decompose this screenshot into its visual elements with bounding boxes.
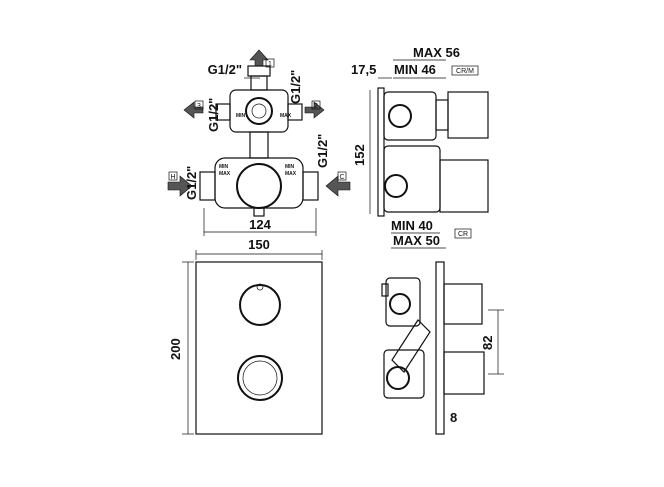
cover-plate-front-view: 150 200	[168, 237, 323, 435]
tag-crm: CR/M	[456, 68, 474, 75]
mark-max-3: MAX	[285, 171, 297, 177]
mark-max-1: MAX	[280, 113, 292, 119]
dim-152: 152	[352, 144, 367, 166]
dim-17-5: 17,5	[351, 62, 376, 77]
dim-150: 150	[248, 237, 270, 252]
arrow-right-icon	[304, 101, 325, 119]
g12-right-lower-label: G1/2"	[315, 134, 330, 168]
arrow-left-icon	[183, 101, 204, 119]
dim-min40: MIN 40	[391, 218, 433, 233]
mark-min-1: MIN	[236, 113, 246, 119]
dim-200: 200	[168, 338, 183, 360]
g12-left-mid-label: G1/2"	[206, 98, 221, 132]
port-h-label: H	[170, 174, 175, 181]
port-c-label: C	[339, 174, 344, 181]
g12-top-label: G1/2"	[208, 62, 242, 77]
dim-max50: MAX 50	[393, 233, 440, 248]
dim-8: 8	[450, 410, 457, 425]
mark-min-3: MIN	[285, 164, 295, 170]
port-1-label: 1	[268, 61, 272, 68]
mark-min-2: MIN	[219, 164, 229, 170]
arrow-right-icon	[167, 175, 193, 197]
g12-right-upper-label: G1/2"	[288, 70, 303, 104]
dim-max56: MAX 56	[413, 45, 460, 60]
installed-side-view: 82 8	[381, 261, 504, 435]
valve-body-front-view: 1 MIN MAX 3 2 MIN MAX MIN MAX	[167, 49, 351, 236]
valve-body-side-view: MAX 56 MIN 46 17,5 CR/M 152 MIN 40 MAX 5…	[351, 45, 489, 249]
dim-82: 82	[480, 336, 495, 350]
g12-left-lower-label: G1/2"	[184, 166, 199, 200]
tag-cr: CR	[458, 231, 468, 238]
arrow-left-icon	[325, 175, 351, 197]
dim-min46: MIN 46	[394, 62, 436, 77]
port-3-label: 3	[197, 103, 201, 110]
mark-max-2: MAX	[219, 171, 231, 177]
port-2-label: 2	[314, 103, 318, 110]
arrow-up-icon	[249, 49, 269, 67]
dim-124: 124	[249, 217, 271, 232]
